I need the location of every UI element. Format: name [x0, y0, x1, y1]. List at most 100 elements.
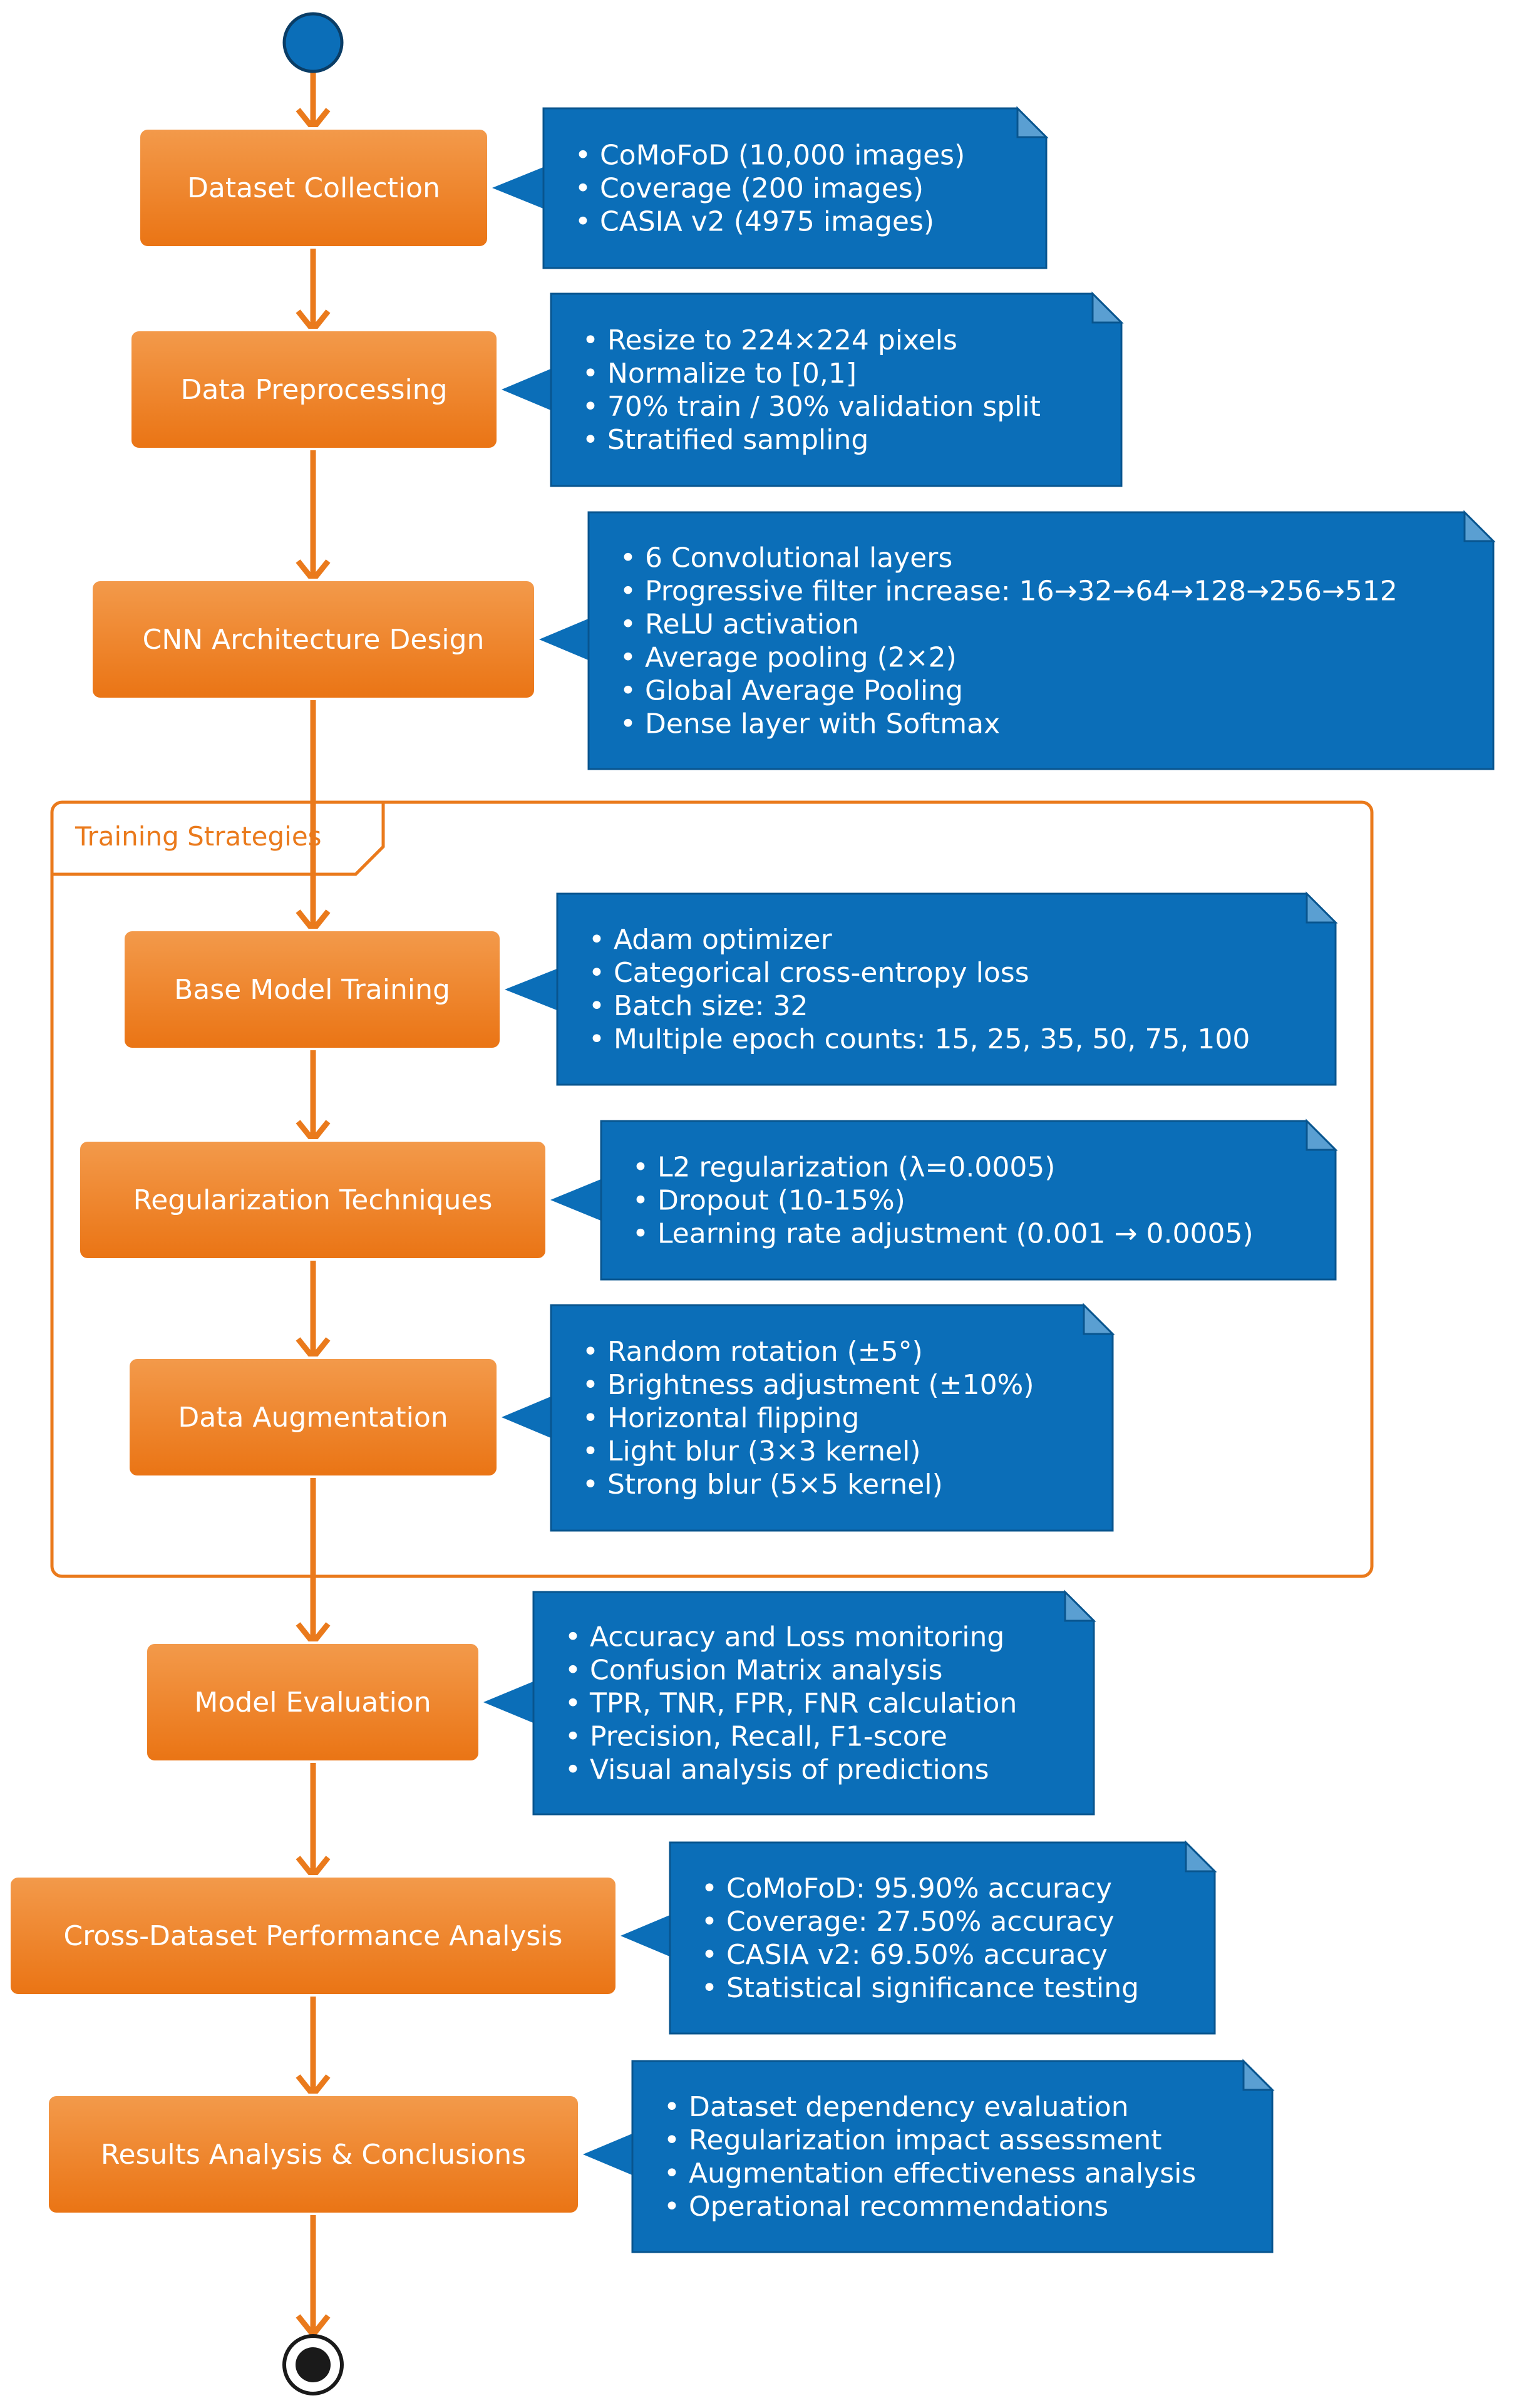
activity-3: Base Model Training — [122, 929, 502, 1050]
note-line: • Regularization impact assessment — [664, 2124, 1161, 2156]
note-line: • Horizontal flipping — [582, 1402, 859, 1434]
note-4: • L2 regularization (λ=0.0005)• Dropout … — [550, 1119, 1338, 1281]
note-line: • Coverage: 27.50% accuracy — [701, 1906, 1115, 1938]
note-3: • Adam optimizer• Categorical cross-entr… — [505, 891, 1338, 1086]
flow-notes: • CoMoFoD (10,000 images)• Coverage (200… — [483, 106, 1496, 2253]
note-line: • Learning rate adjustment (0.001 → 0.00… — [632, 1218, 1254, 1250]
note-line: • CASIA v2: 69.50% accuracy — [701, 1939, 1108, 1971]
note-line: • CoMoFoD (10,000 images) — [575, 140, 965, 172]
note-7: • CoMoFoD: 95.90% accuracy• Coverage: 27… — [621, 1840, 1217, 2035]
note-connector — [483, 1681, 535, 1723]
note-body — [550, 292, 1123, 487]
group-frame — [50, 800, 1374, 1578]
note-1: • Resize to 224×224 pixels• Normalize to… — [502, 291, 1124, 487]
activity-box — [145, 1641, 481, 1763]
group-label-tab — [52, 802, 385, 876]
note-line: • Light blur (3×3 kernel) — [582, 1435, 921, 1467]
activity-label: Cross-Dataset Performance Analysis — [64, 1920, 563, 1952]
activity-box — [8, 1875, 618, 1997]
training-strategies-group: Training Strategies — [50, 800, 1374, 1578]
note-connector — [502, 1396, 552, 1439]
note-line: • Batch size: 32 — [589, 990, 808, 1022]
note-line: • L2 regularization (λ=0.0005) — [632, 1152, 1055, 1184]
note-body — [532, 1591, 1095, 1816]
note-fold-icon — [1064, 1589, 1096, 1622]
end-node-icon — [282, 2334, 344, 2395]
note-line: • CoMoFoD: 95.90% accuracy — [701, 1873, 1112, 1904]
activity-1: Data Preprocessing — [129, 329, 499, 450]
note-body — [550, 1304, 1114, 1532]
activity-5: Data Augmentation — [127, 1356, 499, 1478]
note-body — [669, 1841, 1216, 2035]
activity-box — [122, 929, 502, 1050]
activity-4: Regularization Techniques — [78, 1139, 548, 1261]
note-line: • Global Average Pooling — [620, 675, 963, 707]
note-line: • Progressive filter increase: 16→32→64→… — [620, 576, 1398, 607]
note-line: • Confusion Matrix analysis — [565, 1655, 942, 1687]
note-line: • Strong blur (5×5 kernel) — [582, 1469, 943, 1501]
note-fold-icon — [1016, 106, 1049, 138]
note-body — [600, 1120, 1337, 1281]
activity-label: CNN Architecture Design — [143, 624, 485, 656]
note-line: • Adam optimizer — [589, 924, 833, 956]
activity-label: Model Evaluation — [194, 1687, 431, 1718]
note-6: • Accuracy and Loss monitoring• Confusio… — [483, 1589, 1096, 1816]
note-line: • Stratified sampling — [582, 424, 868, 456]
note-connector — [550, 1179, 602, 1221]
activity-7: Cross-Dataset Performance Analysis — [8, 1875, 618, 1997]
note-line: • Multiple epoch counts: 15, 25, 35, 50,… — [589, 1023, 1250, 1055]
activity-8: Results Analysis & Conclusions — [46, 2094, 580, 2215]
note-body — [631, 2060, 1274, 2253]
activity-label: Data Preprocessing — [180, 374, 447, 406]
activity-label: Regularization Techniques — [133, 1184, 493, 1216]
note-line: • Augmentation effectiveness analysis — [664, 2157, 1196, 2189]
note-0: • CoMoFoD (10,000 images)• Coverage (200… — [492, 106, 1049, 269]
note-body — [556, 892, 1337, 1086]
note-line: • Dense layer with Softmax — [620, 708, 1000, 740]
activity-box — [46, 2094, 580, 2215]
note-connector — [621, 1915, 671, 1957]
note-connector — [502, 368, 552, 411]
note-line: • Statistical significance testing — [701, 1972, 1139, 2004]
group-label: Training Strategies — [75, 821, 322, 852]
note-line: • Random rotation (±5°) — [582, 1336, 923, 1368]
activity-0: Dataset Collection — [138, 127, 490, 249]
activity-box — [90, 579, 537, 700]
note-line: • Visual analysis of predictions — [565, 1754, 989, 1786]
note-line: • Coverage (200 images) — [575, 173, 924, 205]
note-line: • Categorical cross-entropy loss — [589, 957, 1029, 989]
note-line: • Accuracy and Loss monitoring — [565, 1621, 1004, 1653]
note-body — [542, 107, 1048, 269]
note-fold-icon — [1305, 891, 1338, 924]
note-8: • Dataset dependency evaluation• Regular… — [583, 2059, 1275, 2253]
start-node-icon — [282, 12, 344, 73]
note-line: • Average pooling (2×2) — [620, 642, 957, 674]
note-fold-icon — [1242, 2059, 1275, 2091]
note-line: • TPR, TNR, FPR, FNR calculation — [565, 1688, 1017, 1720]
note-fold-icon — [1185, 1840, 1217, 1873]
note-connector — [505, 968, 559, 1011]
activity-box — [78, 1139, 548, 1261]
note-line: • Dropout (10-15%) — [632, 1185, 905, 1217]
note-body — [587, 511, 1495, 770]
activity-label: Data Augmentation — [178, 1402, 448, 1434]
note-line: • Brightness adjustment (±10%) — [582, 1369, 1034, 1401]
note-line: • Precision, Recall, F1-score — [565, 1721, 947, 1753]
note-line: • 6 Convolutional layers — [620, 542, 952, 574]
note-line: • Normalize to [0,1] — [582, 358, 857, 390]
note-2: • 6 Convolutional layers• Progressive fi… — [539, 510, 1496, 770]
note-connector — [583, 2133, 634, 2176]
activity-label: Results Analysis & Conclusions — [101, 2139, 526, 2171]
activity-label: Base Model Training — [174, 974, 450, 1006]
activity-label: Dataset Collection — [187, 172, 440, 204]
note-connector — [539, 618, 590, 661]
note-fold-icon — [1463, 510, 1496, 542]
activity-box — [129, 329, 499, 450]
note-line: • Dataset dependency evaluation — [664, 2091, 1129, 2123]
note-fold-icon — [1305, 1119, 1338, 1151]
note-line: • 70% train / 30% validation split — [582, 391, 1041, 423]
note-line: • Operational recommendations — [664, 2191, 1108, 2223]
note-fold-icon — [1091, 291, 1124, 324]
